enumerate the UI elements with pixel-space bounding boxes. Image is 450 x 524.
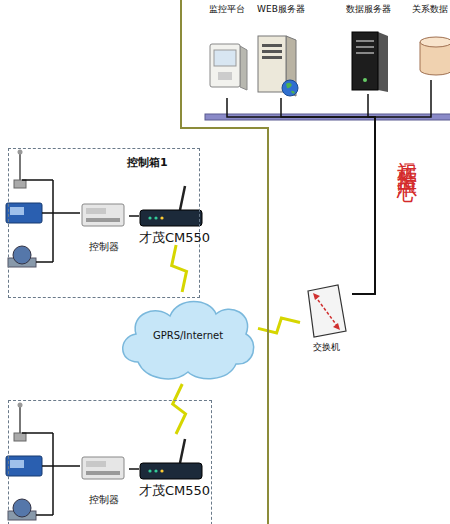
monitor-side (240, 46, 247, 90)
field-devices (6, 150, 202, 268)
server-front (258, 36, 286, 92)
drive-slot (356, 52, 374, 54)
flowmeter (13, 499, 31, 517)
control-box: 控制箱1控制器才茂CM550 (8, 148, 200, 298)
web-server-icon (258, 36, 298, 96)
node-label: 控制器 (79, 241, 129, 253)
node-label: 控制器 (79, 494, 129, 506)
measuring-device (6, 203, 42, 223)
node-label: 控制箱1 (127, 156, 168, 169)
device-display (10, 460, 24, 468)
sensor-wire (22, 180, 80, 262)
terminal-strip (86, 218, 120, 222)
server-node: WEB服务器 (250, 4, 312, 98)
globe-symbol (282, 80, 298, 96)
controller-node: 控制器 (79, 201, 129, 257)
switch-icon (308, 285, 346, 337)
node-label: GPRS/Internet (118, 330, 258, 342)
wireless-link (172, 245, 187, 292)
node-label: 才茂CM550 (139, 230, 210, 246)
drive-slot (262, 44, 282, 47)
monitor-screen (214, 50, 236, 66)
control-box: 控制器才茂CM550 (8, 400, 212, 524)
router-node: 才茂CM550 (139, 181, 205, 245)
router-led (154, 469, 157, 472)
drive-slot (262, 50, 282, 53)
router-antenna (180, 186, 185, 210)
controller-node: 控制器 (79, 454, 129, 510)
sensor-tip (18, 150, 23, 155)
region-outline (180, 0, 450, 524)
router-icon (140, 210, 202, 226)
globe-land (286, 83, 295, 94)
network-cable (352, 80, 431, 294)
node-label: 关系数据 (412, 4, 450, 15)
router-led (148, 469, 151, 472)
network-cable (129, 215, 139, 217)
device-display (10, 207, 24, 215)
drive-slot (356, 46, 374, 48)
sensor-wire (22, 433, 80, 515)
database-icon (420, 37, 450, 75)
router-node: 才茂CM550 (139, 434, 205, 498)
node-label: WEB服务器 (250, 4, 312, 15)
router-led (154, 216, 157, 219)
drive-slot (262, 56, 282, 59)
network-cable (129, 468, 139, 470)
server-front (352, 32, 378, 90)
monitor-icon (210, 44, 247, 90)
measuring-device (6, 456, 42, 476)
data-server-icon (352, 32, 388, 92)
controller-icon (82, 204, 124, 226)
wireless-link (258, 318, 300, 333)
network-cloud: GPRS/Internet (118, 292, 258, 384)
switch-arrow (315, 296, 338, 327)
switch-node: 交换机 (300, 282, 352, 356)
switch-body (308, 285, 346, 337)
node-label: 监控平台 (202, 4, 252, 15)
node-label: 才茂CM550 (139, 483, 210, 499)
node-label: 远程监控中心 (395, 146, 419, 170)
flowmeter (13, 246, 31, 264)
controller-label-plate (86, 208, 106, 214)
monitor-body (210, 44, 240, 87)
server-node: 监控平台 (202, 4, 252, 98)
controller-icon (82, 457, 124, 479)
sensor-tip (18, 403, 23, 408)
router-icon (140, 463, 202, 479)
region-border (181, 0, 268, 524)
sensor-head (14, 433, 26, 441)
network-cable (281, 98, 375, 294)
node-label: 数据服务器 (336, 4, 400, 15)
server-side (378, 32, 388, 92)
monitor-panel (218, 72, 232, 80)
power-led (363, 78, 367, 82)
monitoring-center-region: 远程监控中心 监控平台WEB服务器 数据服务器 关系数据交换机 (180, 0, 450, 524)
router-led (148, 216, 151, 219)
database-node: 关系数据 (412, 4, 450, 80)
wireless-link (173, 384, 186, 434)
arrow-head (333, 323, 340, 330)
router-antenna (180, 439, 185, 463)
server-node: 数据服务器 (336, 4, 400, 94)
terminal-strip (86, 471, 120, 475)
field-devices (6, 403, 202, 521)
node-label: 交换机 (300, 342, 352, 353)
drive-slot (356, 40, 374, 42)
controller-label-plate (86, 461, 106, 467)
router-led (160, 469, 163, 472)
router-led (160, 216, 163, 219)
network-cable (352, 94, 375, 294)
cylinder-top (420, 37, 450, 47)
sensor-head (14, 180, 26, 188)
arrow-head (313, 293, 320, 300)
